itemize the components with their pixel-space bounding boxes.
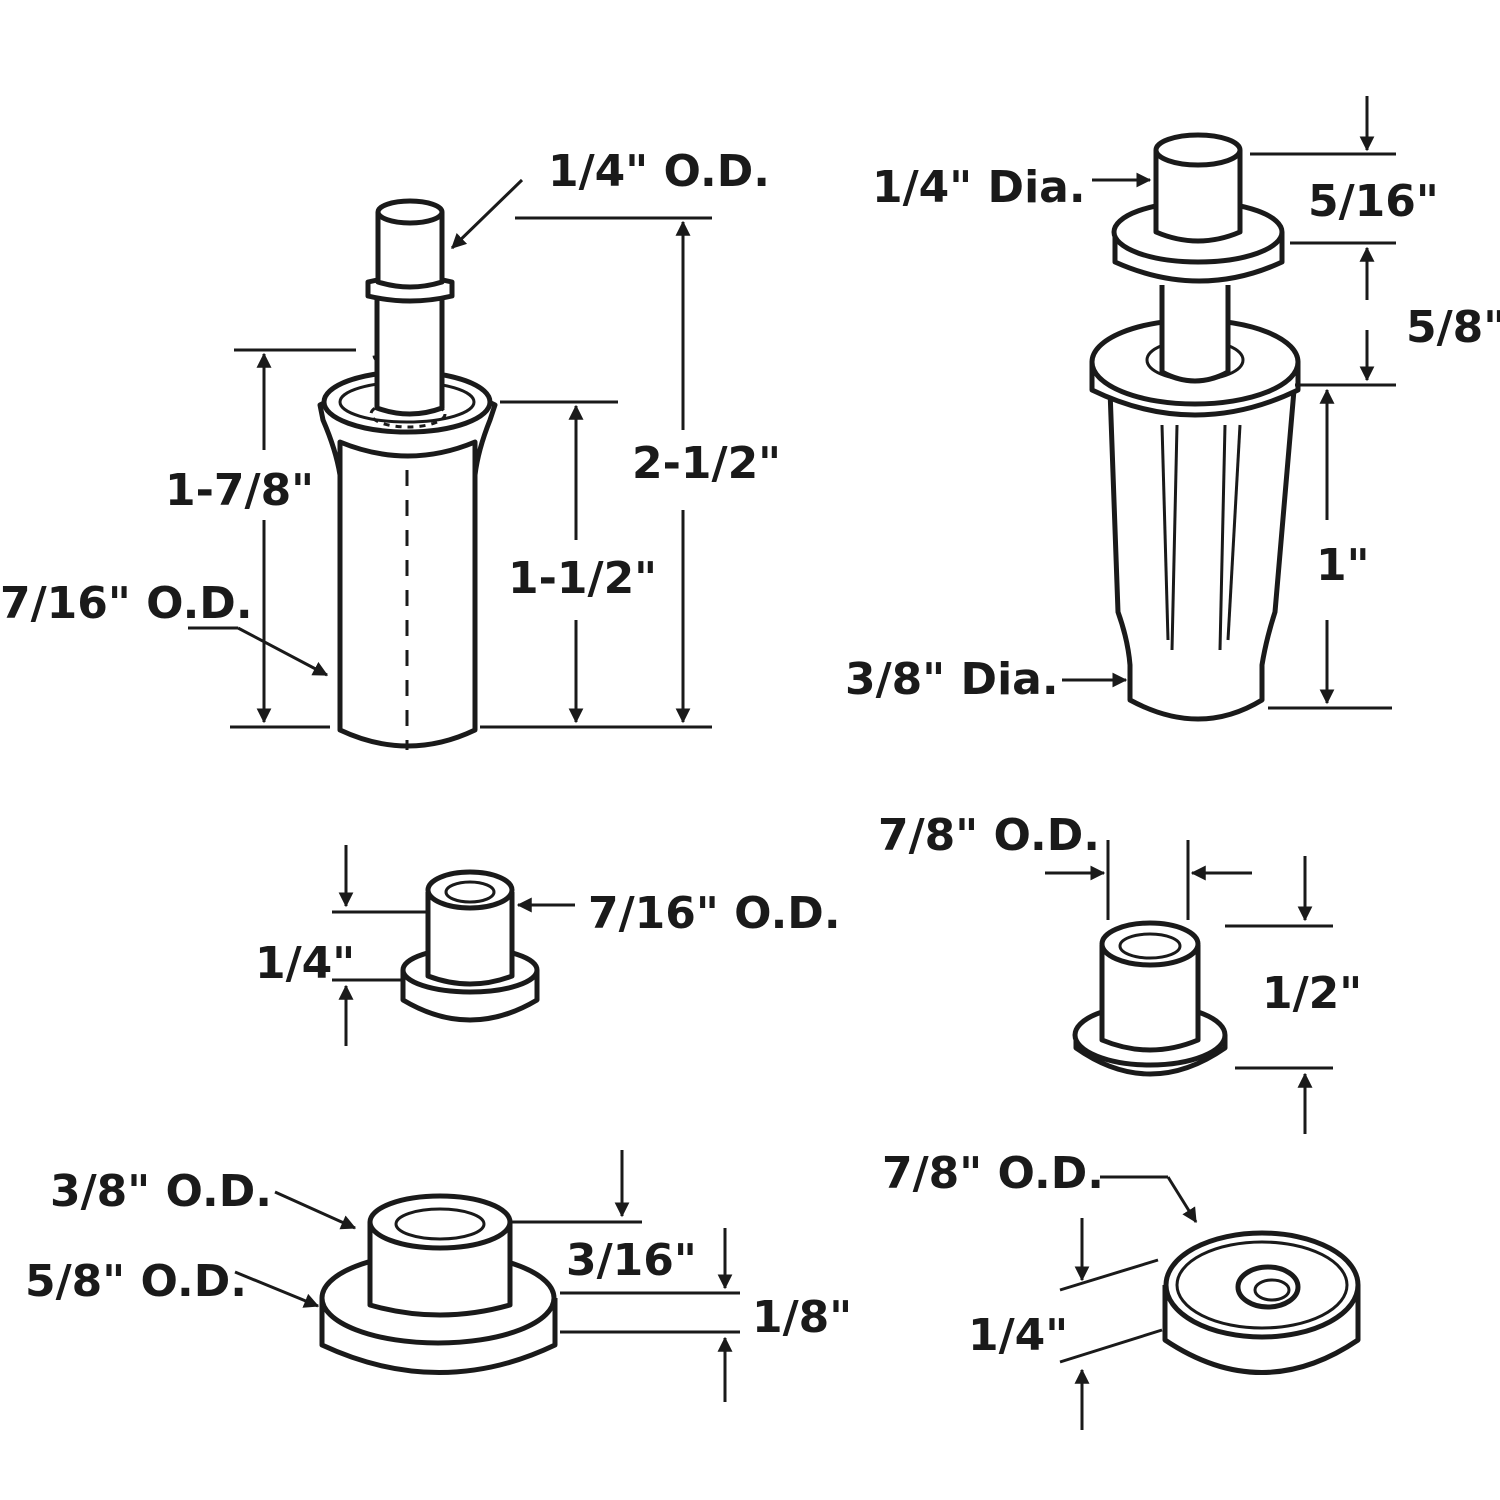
part-d-drawing — [1045, 840, 1333, 1134]
label-c-od: 7/16" O.D. — [588, 888, 841, 939]
label-d-od: 7/8" O.D. — [878, 810, 1100, 861]
label-b-top-height: 5/16" — [1308, 176, 1439, 227]
label-b-top-dia: 1/4" Dia. — [872, 162, 1086, 213]
part-c-drawing — [332, 845, 575, 1046]
part-f-drawing — [1059, 1175, 1361, 1430]
part-a-drawing — [188, 178, 712, 750]
label-a-top-od: 1/4" O.D. — [548, 146, 770, 197]
part-b-drawing — [1062, 96, 1396, 722]
label-e-top-height: 3/16" — [566, 1235, 697, 1286]
label-a-upper-height: 1-7/8" — [165, 465, 314, 516]
label-d-height: 1/2" — [1262, 968, 1362, 1019]
label-e-top-od: 3/8" O.D. — [50, 1166, 272, 1217]
label-f-od: 7/8" O.D. — [882, 1148, 1104, 1199]
label-b-body-height: 1" — [1316, 540, 1370, 591]
label-a-body-height: 1-1/2" — [508, 553, 657, 604]
part-e-drawing — [234, 1150, 740, 1402]
label-b-mid-height: 5/8" — [1406, 302, 1500, 353]
label-c-height: 1/4" — [255, 938, 355, 989]
label-e-base-od: 5/8" O.D. — [25, 1256, 247, 1307]
label-f-height: 1/4" — [968, 1310, 1068, 1361]
label-e-base-height: 1/8" — [752, 1292, 852, 1343]
part-b-body — [1107, 387, 1297, 722]
label-a-body-od: 7/16" O.D. — [0, 578, 253, 629]
label-a-total-height: 2-1/2" — [632, 438, 781, 489]
label-b-body-dia: 3/8" Dia. — [845, 654, 1059, 705]
